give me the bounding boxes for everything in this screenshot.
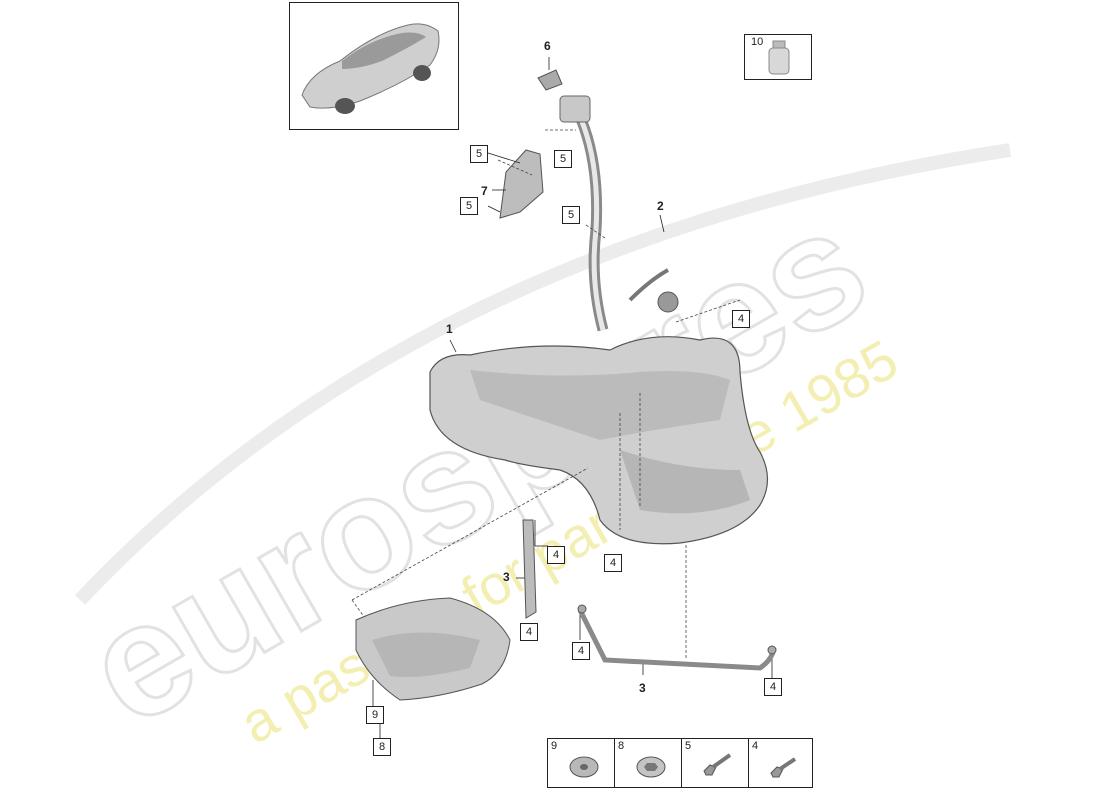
filler-head bbox=[559, 95, 591, 123]
legend-cell-8: 8 bbox=[615, 739, 682, 787]
car-icon bbox=[301, 23, 440, 114]
vent-line bbox=[628, 268, 669, 302]
callout-3-lower: 3 bbox=[639, 681, 646, 695]
callout-2: 2 bbox=[657, 199, 664, 213]
box-4-center: 4 bbox=[604, 554, 622, 572]
legend-label-9: 9 bbox=[551, 740, 558, 752]
filler-cap bbox=[537, 69, 563, 91]
box-5-upper-right: 5 bbox=[554, 150, 572, 168]
vehicle-thumbnail bbox=[289, 2, 459, 130]
box-4-top-right: 4 bbox=[732, 310, 750, 328]
tank-strap-vertical bbox=[522, 519, 537, 619]
callout-6: 6 bbox=[544, 39, 551, 53]
box-9: 9 bbox=[366, 706, 384, 724]
legend-cell-4: 4 bbox=[749, 739, 815, 787]
mounting-bracket bbox=[499, 149, 544, 219]
callout-3-vertical: 3 bbox=[503, 570, 510, 584]
box-4-left: 4 bbox=[572, 642, 590, 660]
box-5-upper-left: 5 bbox=[470, 145, 488, 163]
fuel-tank bbox=[429, 336, 769, 545]
fastener-legend: 9 8 5 4 bbox=[547, 738, 813, 788]
box-5-pipe: 5 bbox=[562, 206, 580, 224]
washer-icon bbox=[569, 756, 599, 778]
legend-cell-9: 9 bbox=[548, 739, 615, 787]
tank-strap-lower bbox=[577, 608, 777, 671]
part-10-frame: 10 bbox=[744, 34, 812, 80]
legend-label-8: 8 bbox=[618, 740, 625, 752]
screw-icon bbox=[770, 757, 797, 778]
callout-1: 1 bbox=[446, 322, 453, 336]
legend-label-5: 5 bbox=[685, 740, 692, 752]
part-10-label: 10 bbox=[751, 36, 764, 48]
bottle-icon bbox=[768, 40, 790, 75]
legend-cell-5: 5 bbox=[682, 739, 749, 787]
box-4-strap-upper: 4 bbox=[547, 546, 565, 564]
nut-icon bbox=[636, 756, 666, 778]
bolt-icon bbox=[703, 753, 732, 776]
box-4-right: 4 bbox=[764, 678, 782, 696]
callout-7: 7 bbox=[481, 184, 488, 198]
box-4-strap-lower: 4 bbox=[520, 623, 538, 641]
sensor-cap bbox=[657, 291, 679, 313]
legend-label-4: 4 bbox=[752, 740, 759, 752]
box-5-lower-left: 5 bbox=[460, 197, 478, 215]
box-8: 8 bbox=[373, 738, 391, 756]
